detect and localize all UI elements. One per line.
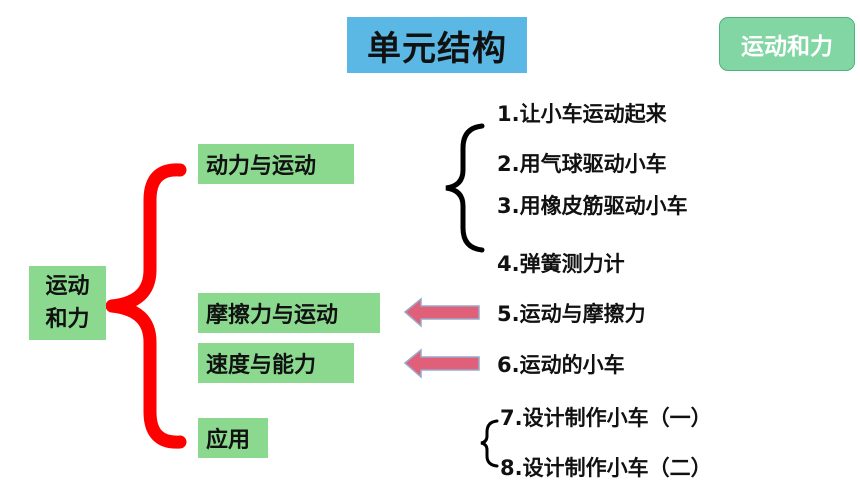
category-speed-energy: 速度与能力	[198, 343, 354, 383]
root-label-line1: 运动	[45, 274, 90, 299]
lesson-6: 6.运动的小车	[497, 353, 625, 377]
root-label-line2: 和力	[45, 307, 90, 332]
brace-lessons-7-8	[480, 419, 499, 468]
unit-badge: 运动和力	[719, 17, 855, 71]
lesson-4: 4.弹簧测力计	[497, 252, 625, 276]
lesson-2: 2.用气球驱动小车	[497, 152, 667, 176]
diagram-title: 单元结构	[347, 17, 527, 73]
arrow-lesson-6	[403, 348, 480, 379]
brace-lessons-1-4	[445, 123, 485, 253]
category-friction-motion: 摩擦力与运动	[198, 293, 380, 333]
lesson-5: 5.运动与摩擦力	[497, 302, 646, 326]
lesson-3: 3.用橡皮筋驱动小车	[497, 194, 688, 218]
arrow-lesson-5	[403, 297, 480, 328]
lesson-1: 1.让小车运动起来	[497, 102, 667, 126]
root-node: 运动 和力	[29, 266, 106, 340]
category-application: 应用	[198, 418, 268, 458]
category-power-motion: 动力与运动	[198, 144, 354, 184]
lesson-8: 8.设计制作小车（二）	[500, 456, 712, 480]
lesson-7: 7.设计制作小车（一）	[500, 406, 712, 430]
main-brace	[105, 163, 187, 449]
